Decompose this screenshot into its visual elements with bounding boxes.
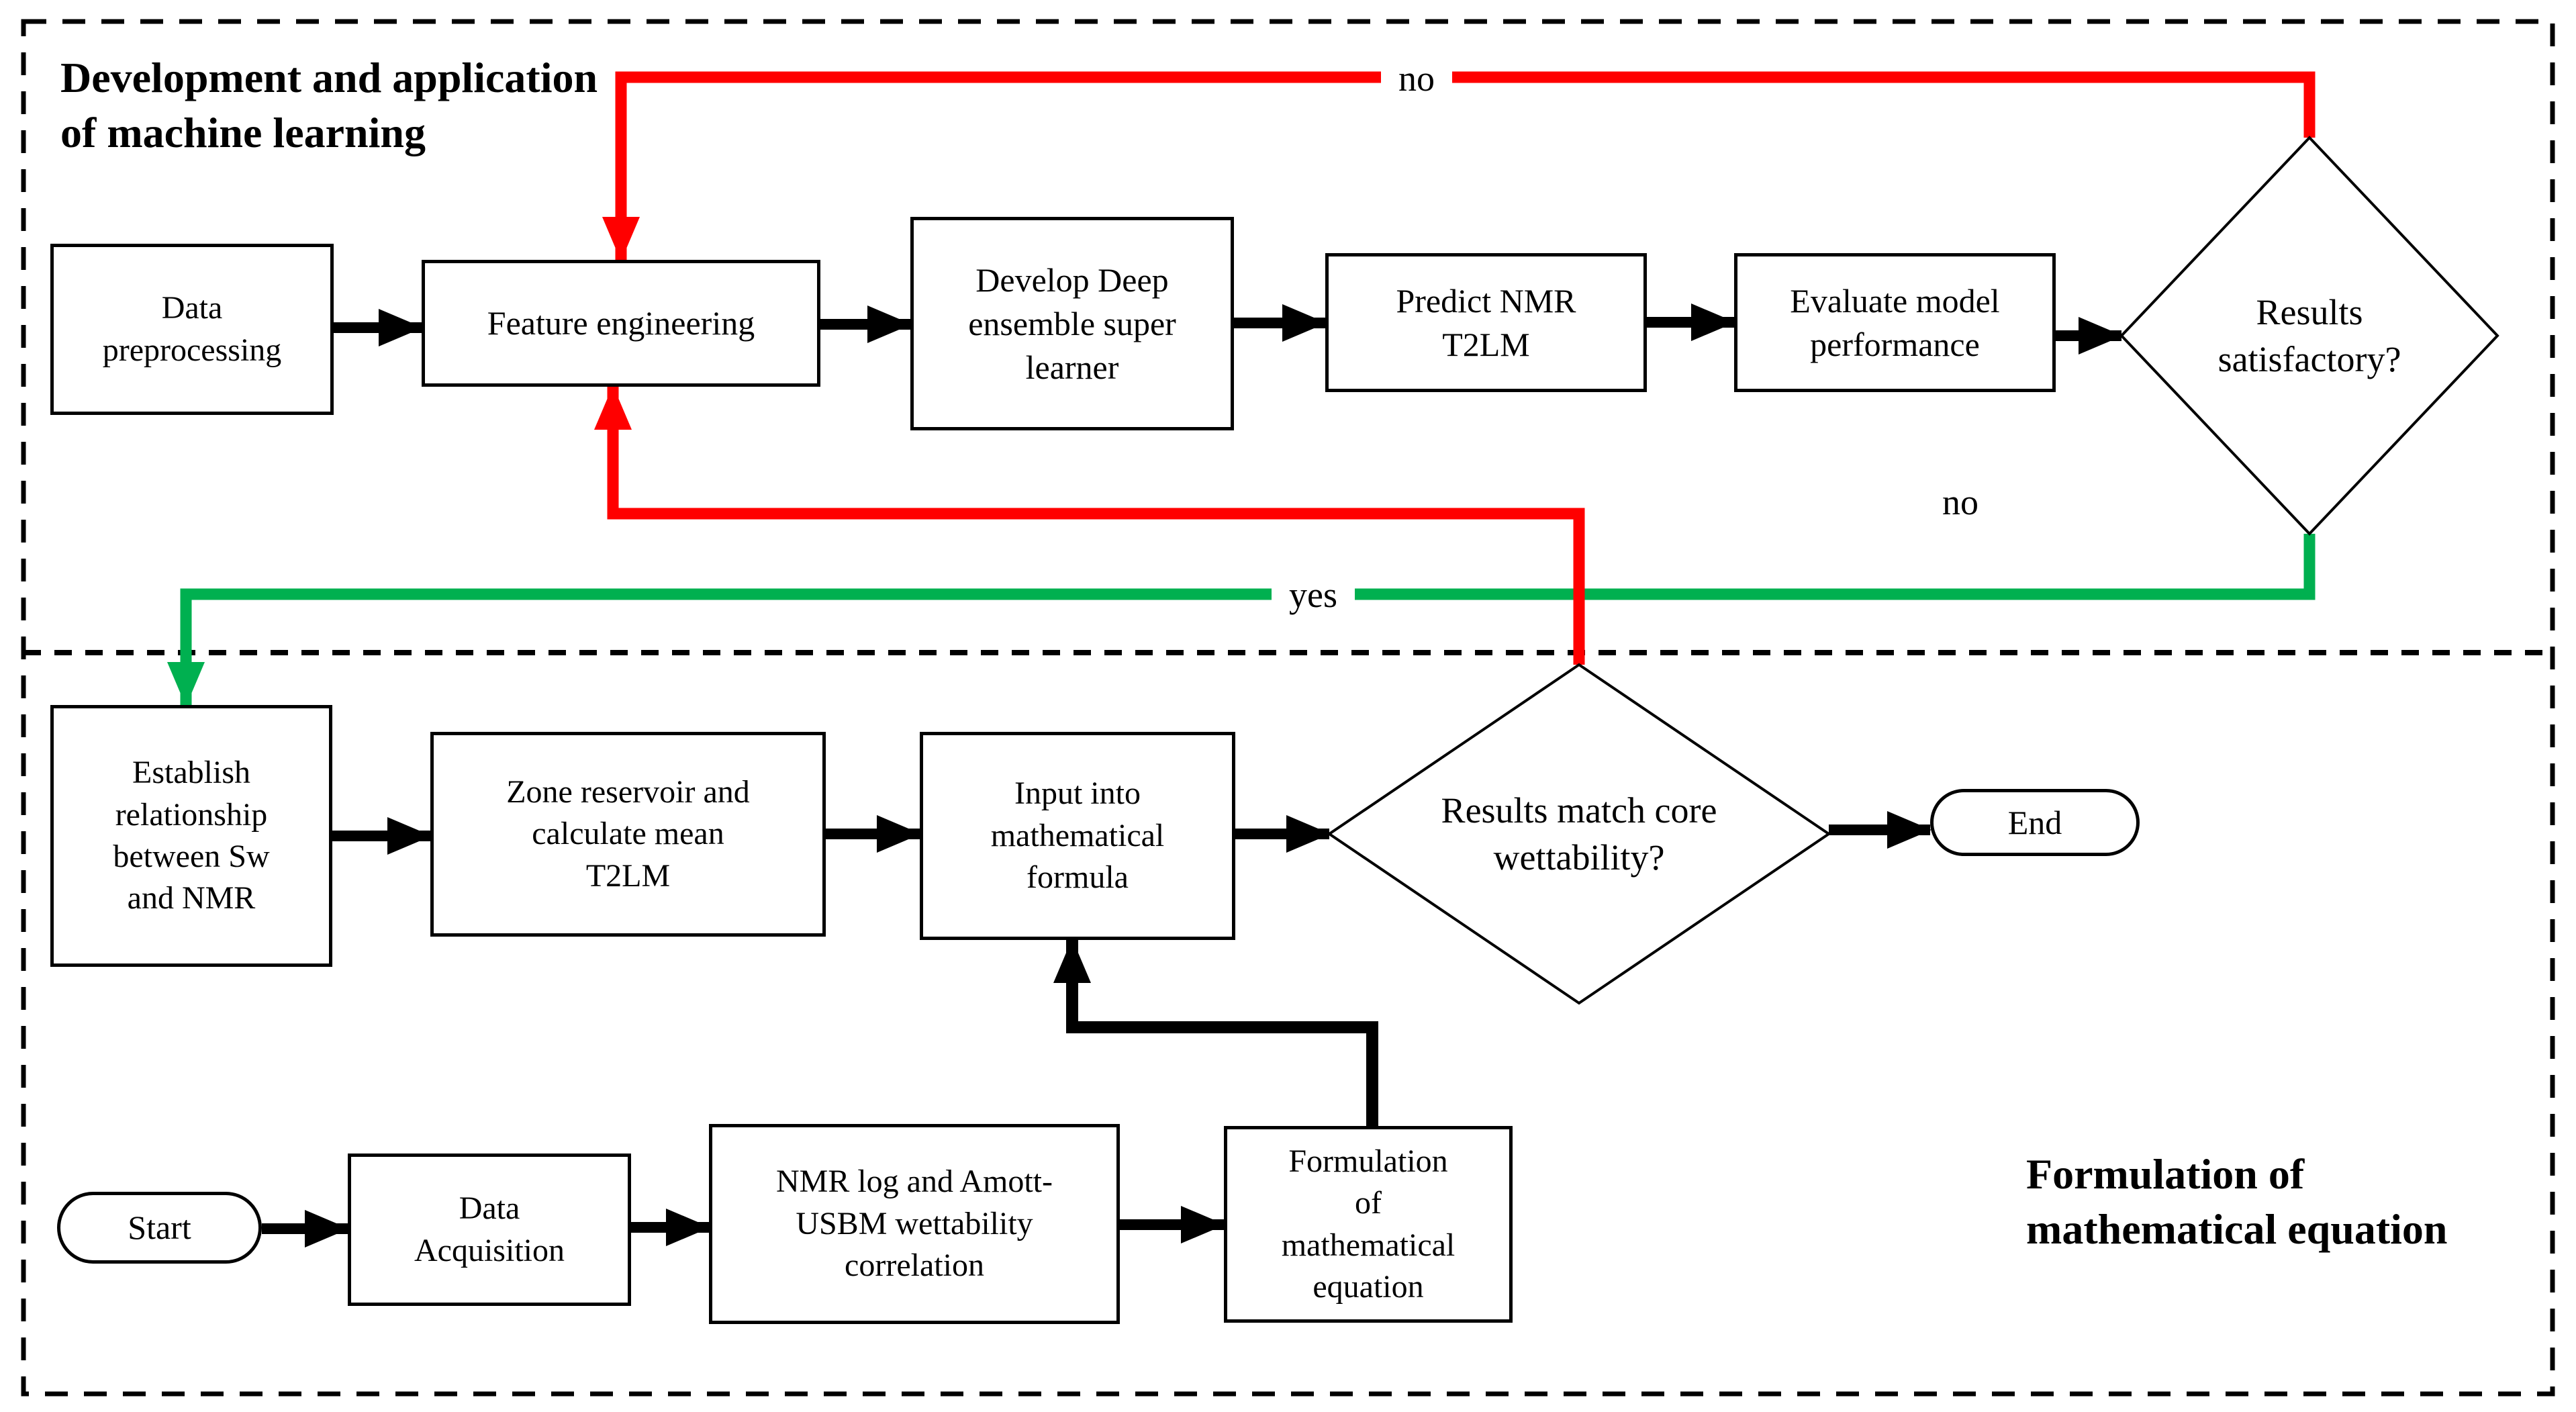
edge-label-no-middle: no — [1942, 482, 1978, 522]
node-data-acquisition: Data Acquisition — [348, 1154, 631, 1306]
node-start: Start — [57, 1192, 262, 1264]
node-results-match-label: Results match core wettability? — [1441, 790, 1717, 878]
top-section-title: Development and application of machine l… — [60, 54, 598, 156]
node-predict-nmr-t2lm: Predict NMR T2LM — [1325, 253, 1647, 392]
edge-yes-green — [167, 534, 2316, 706]
node-nmr-log-amott: NMR log and Amott- USBM wettability corr… — [709, 1124, 1120, 1324]
edge-no-top-red — [602, 71, 2316, 261]
node-develop-deep-ensemble: Develop Deep ensemble super learner — [910, 217, 1234, 430]
node-establish-relationship: Establish relationship between Sw and NM… — [50, 705, 332, 967]
bottom-section-title: Formulation of mathematical equation — [2026, 1150, 2448, 1253]
node-zone-reservoir: Zone reservoir and calculate mean T2LM — [430, 732, 826, 937]
node-data-preprocessing: Data preprocessing — [50, 244, 334, 415]
node-input-into-formula: Input into mathematical formula — [920, 732, 1235, 940]
edge-label-yes: yes — [1272, 573, 1355, 617]
edge-no-middle-red — [594, 385, 1585, 665]
node-end: End — [1930, 789, 2140, 856]
node-feature-engineering: Feature engineering — [422, 260, 820, 387]
node-evaluate-model: Evaluate model performance — [1734, 253, 2056, 392]
node-results-satisfactory-label: Results satisfactory? — [2217, 291, 2401, 379]
edge-label-no-top: no — [1381, 56, 1452, 101]
decision-diamond-results-satisfactory — [2119, 136, 2499, 536]
outer-dashed-border — [21, 19, 2555, 1397]
arrow-formulation-to-input — [1053, 939, 1378, 1126]
decision-diamond-results-match — [1327, 663, 1831, 1005]
node-formulation-equation: Formulation of mathematical equation — [1224, 1126, 1513, 1323]
